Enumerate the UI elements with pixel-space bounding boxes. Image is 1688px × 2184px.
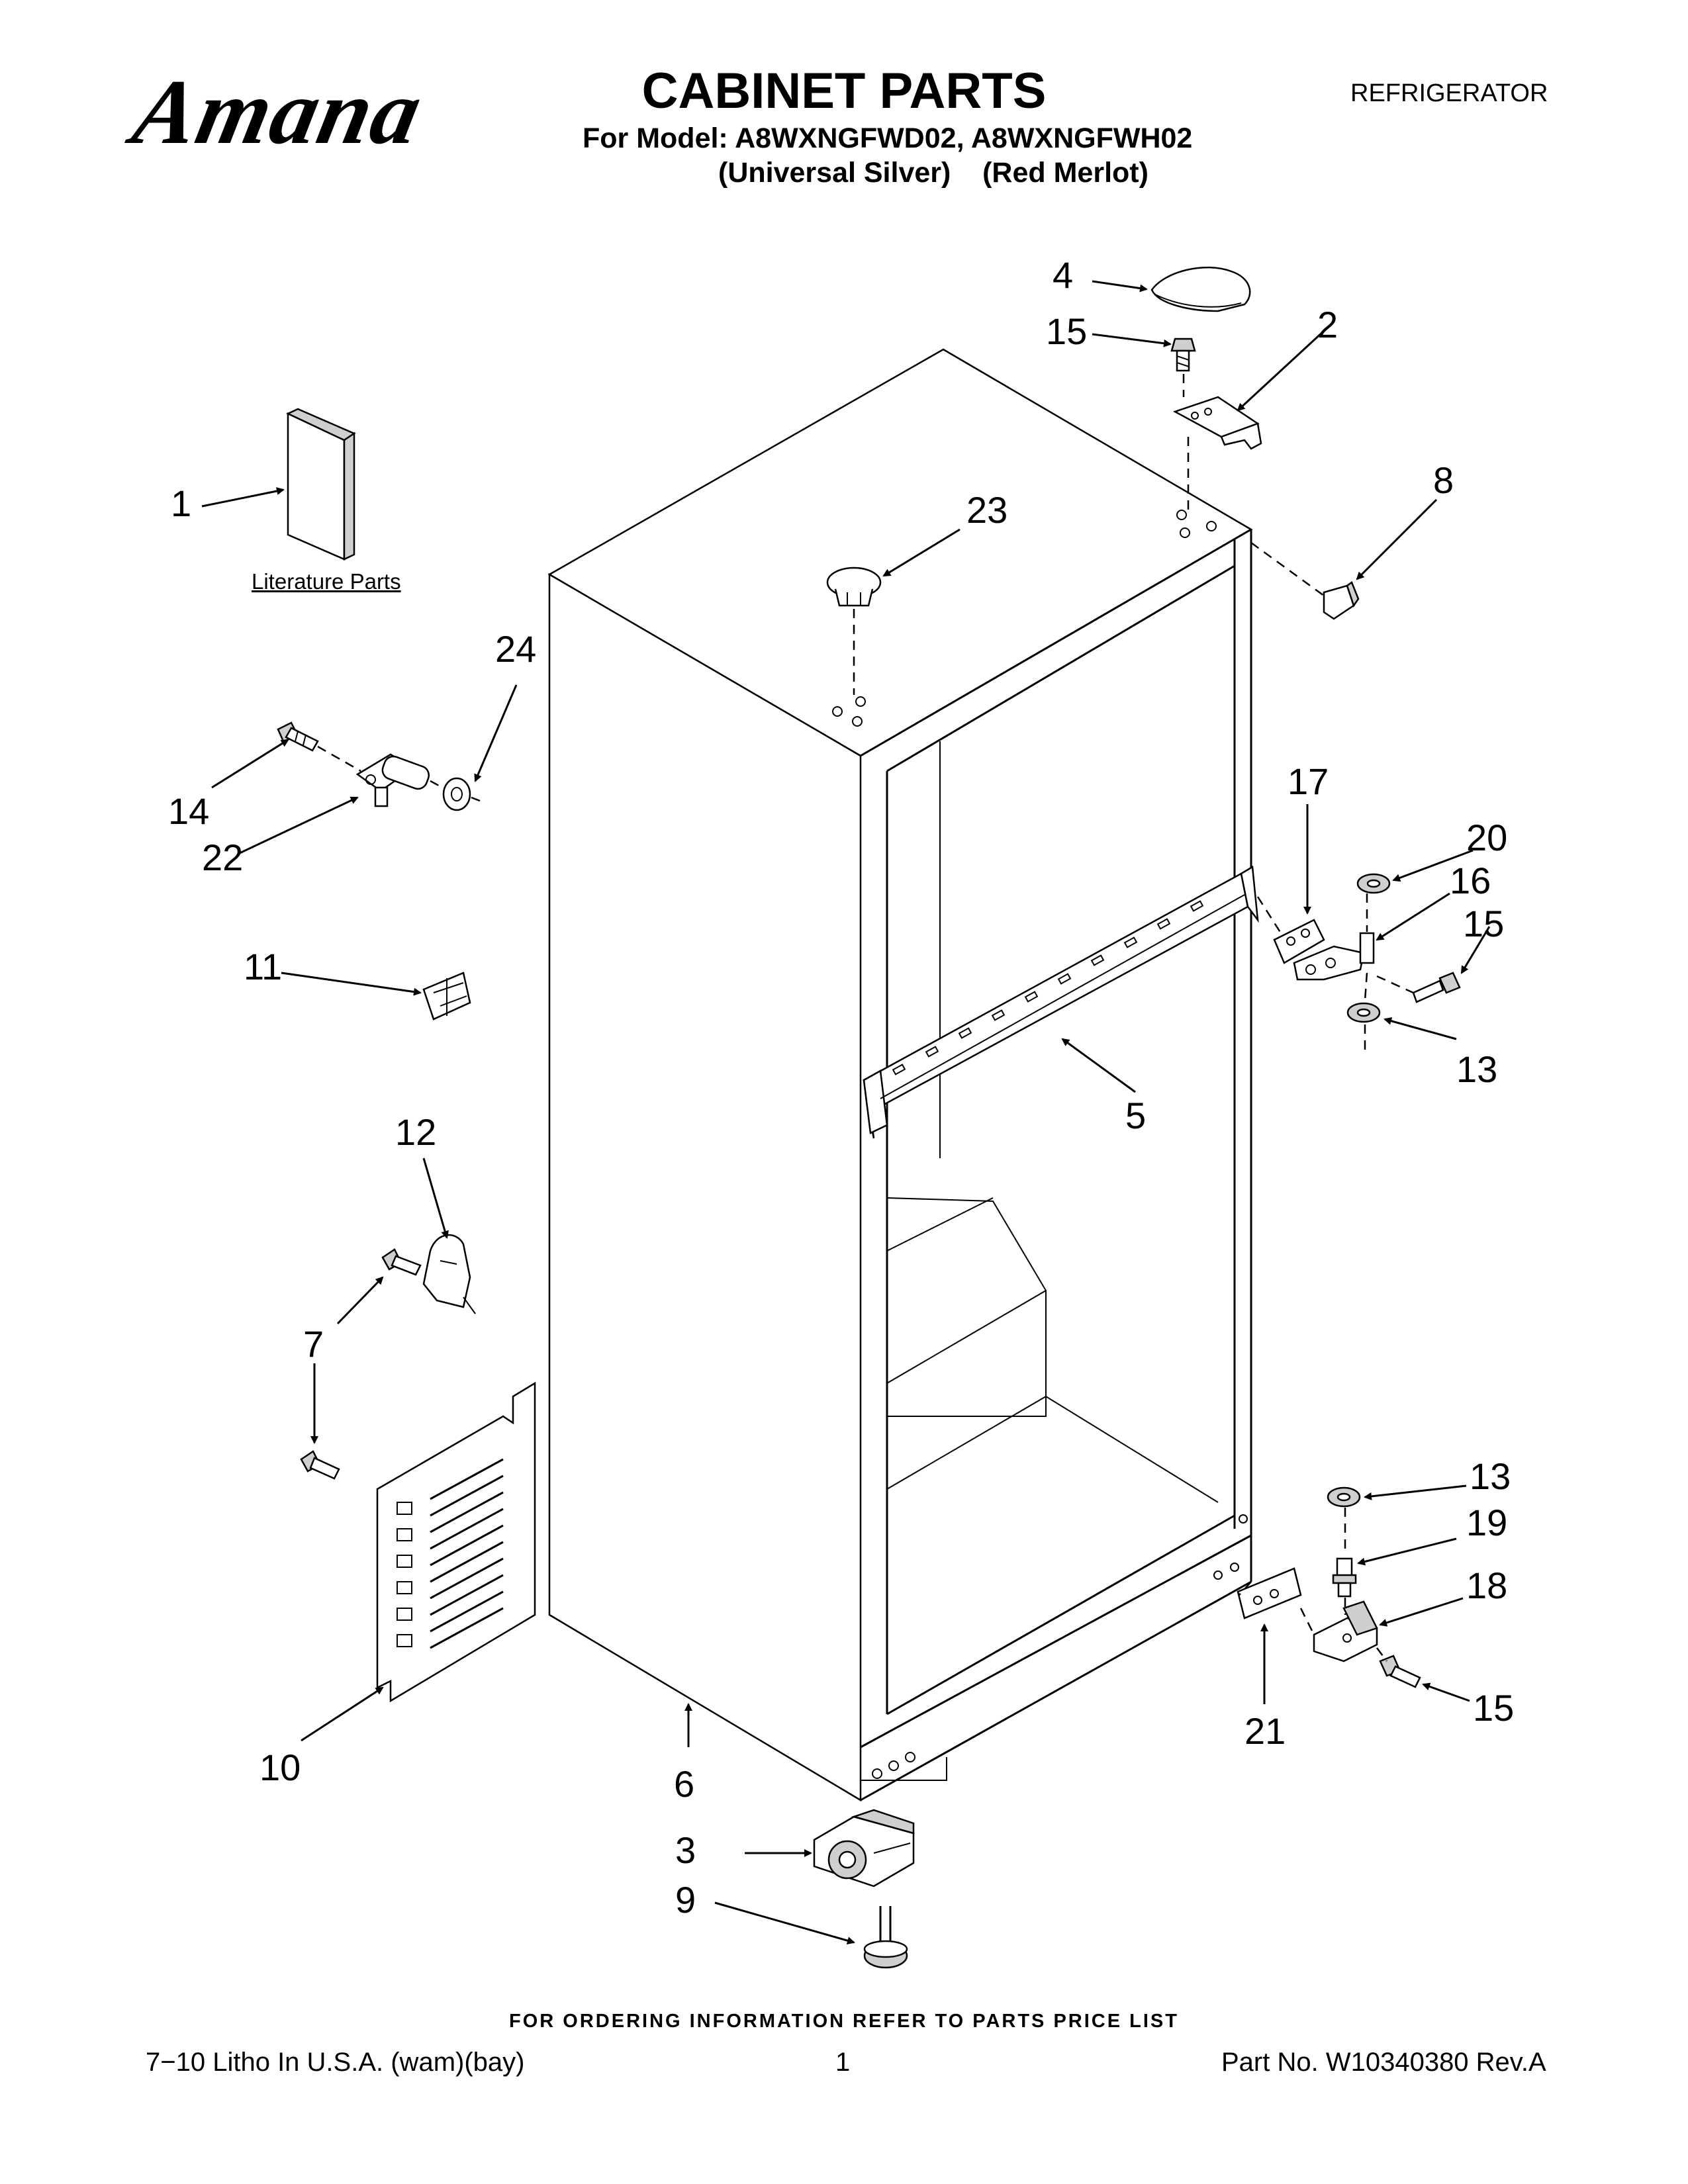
part-15-upper-hinge-screw xyxy=(1412,972,1461,1003)
center-rail-slots xyxy=(892,900,1204,1075)
part-13-lower-washer xyxy=(1327,1486,1361,1508)
callout-11: 11 xyxy=(244,946,282,987)
part-17-hinge-shim xyxy=(1273,919,1325,964)
part-21-hinge-shim xyxy=(1237,1567,1302,1619)
page-title: CABINET PARTS xyxy=(641,63,1047,119)
part-16-center-hinge xyxy=(1293,932,1375,981)
part-12-clamp xyxy=(422,1234,476,1314)
rear-cover-vents xyxy=(397,1458,504,1649)
callout-19: 19 xyxy=(1466,1502,1507,1543)
part-7-screw-lower xyxy=(300,1450,340,1480)
callout-9: 9 xyxy=(675,1879,696,1921)
part-8-hinge-plug xyxy=(1323,581,1360,620)
cabinet-body xyxy=(547,348,1253,1802)
part-3-roller-bracket xyxy=(813,1809,915,1888)
callout-2: 2 xyxy=(1317,304,1338,345)
part-number: Part No. W10340380 Rev.A xyxy=(1221,2048,1546,2077)
callout-10: 10 xyxy=(259,1747,301,1788)
callout-16: 16 xyxy=(1450,860,1491,901)
category-label: REFRIGERATOR xyxy=(1350,79,1548,107)
part-18-bottom-hinge xyxy=(1313,1600,1378,1662)
part-24-washer xyxy=(442,777,471,811)
ordering-note: FOR ORDERING INFORMATION REFER TO PARTS … xyxy=(509,2011,1179,2032)
callout-8: 8 xyxy=(1433,459,1454,501)
callout-23: 23 xyxy=(966,489,1008,531)
callout-15-upper: 15 xyxy=(1463,903,1504,944)
callout-4: 4 xyxy=(1053,254,1073,296)
callout-6: 6 xyxy=(674,1763,694,1805)
callout-17: 17 xyxy=(1288,760,1329,802)
part-15-bottom-hinge-screw xyxy=(1379,1655,1421,1688)
callout-13-upper: 13 xyxy=(1456,1048,1497,1090)
part-23-plug-button xyxy=(826,567,882,607)
callout-15-lower: 15 xyxy=(1473,1687,1514,1729)
callout-13-lower: 13 xyxy=(1470,1455,1511,1497)
assembly-guide-lines xyxy=(317,374,1414,1662)
callout-15-top: 15 xyxy=(1046,310,1087,352)
callout-3: 3 xyxy=(675,1829,696,1871)
part-22-valve-bracket xyxy=(355,753,430,807)
callout-21: 21 xyxy=(1244,1710,1286,1752)
color-variants: (Universal Silver) (Red Merlot) xyxy=(718,157,1149,189)
part-20-hinge-washer xyxy=(1356,873,1391,894)
footer-litho: 7−10 Litho In U.S.A. (wam)(bay) xyxy=(146,2048,525,2077)
part-10-rear-access-cover xyxy=(376,1381,536,1703)
callout-7: 7 xyxy=(303,1323,324,1365)
part-2-top-hinge xyxy=(1172,396,1262,450)
callout-20: 20 xyxy=(1466,817,1507,858)
callout-1: 1 xyxy=(171,482,191,524)
literature-parts-label: Literature Parts xyxy=(252,569,401,594)
part-14-screw xyxy=(277,721,319,752)
callout-12: 12 xyxy=(395,1111,436,1153)
part-1-literature-booklet xyxy=(286,408,356,561)
part-11-clip xyxy=(422,972,471,1021)
part-4-hinge-cover xyxy=(1150,266,1251,312)
callout-24: 24 xyxy=(495,628,536,670)
callout-14: 14 xyxy=(168,790,209,832)
part-9-leveling-leg xyxy=(863,1906,908,1969)
part-13-upper-washer xyxy=(1346,1002,1381,1023)
callout-numbers: 1 2 3 4 5 6 7 8 9 10 11 12 13 13 14 15 1… xyxy=(168,254,1514,1921)
part-19-hinge-pin xyxy=(1332,1557,1357,1598)
part-15-top-hinge-screw xyxy=(1170,338,1196,372)
part-5-center-rail xyxy=(863,865,1259,1139)
callout-5: 5 xyxy=(1125,1095,1146,1136)
callout-22: 22 xyxy=(202,837,243,878)
page-number: 1 xyxy=(835,2048,851,2077)
callout-leaders xyxy=(201,280,1491,1945)
part-7-screw-upper xyxy=(381,1248,422,1276)
callout-18: 18 xyxy=(1466,1565,1507,1606)
model-line: For Model: A8WXNGFWD02, A8WXNGFWH02 xyxy=(583,122,1193,154)
